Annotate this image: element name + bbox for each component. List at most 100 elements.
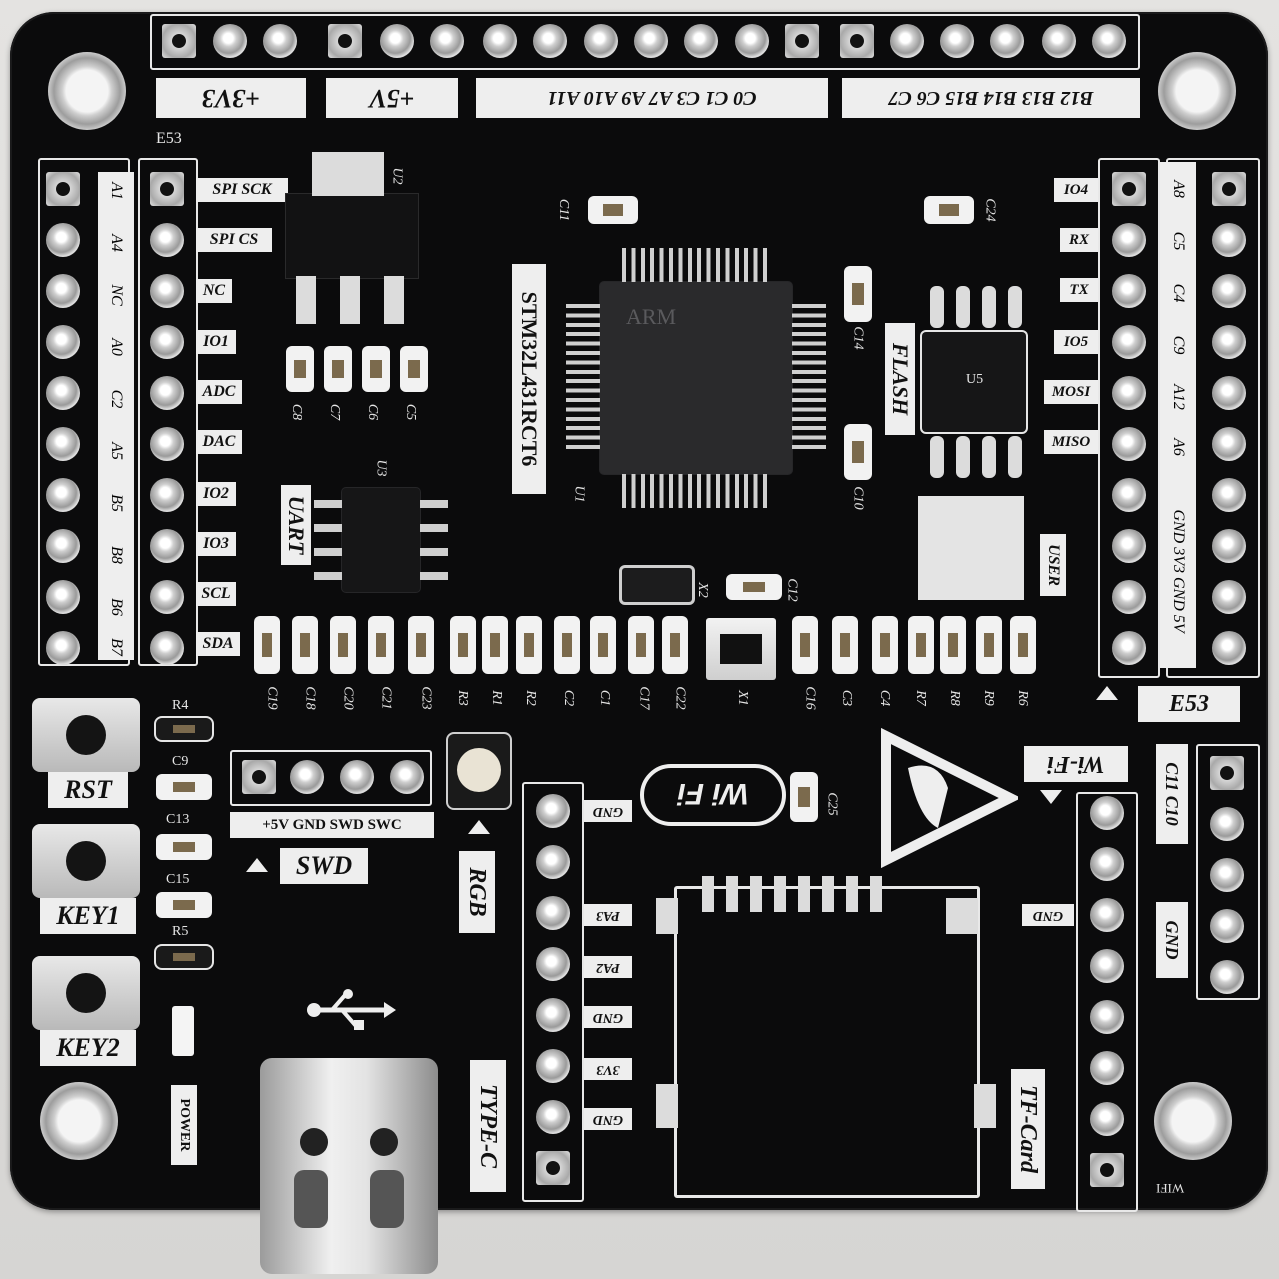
header-pin (1210, 960, 1244, 994)
swd-pin (290, 760, 324, 794)
header-pin (430, 24, 464, 58)
key1-button[interactable] (32, 824, 140, 898)
capacitor-c14 (844, 266, 872, 322)
e53-marker-left: E53 (156, 130, 182, 147)
wifi-pin-label: GND (584, 800, 632, 822)
flash-pad (982, 436, 996, 478)
tf-card-finger (846, 876, 858, 912)
capacitor-c5 (400, 346, 428, 392)
resistor-r5 (156, 946, 212, 968)
tf-card-finger (726, 876, 738, 912)
mcu-pins-left (566, 304, 600, 454)
ref-u1: U1 (571, 485, 587, 503)
rgb-led-lens (457, 748, 501, 792)
header-pin (584, 24, 618, 58)
header-pin (536, 1100, 570, 1134)
e53-arrow-icon (1096, 686, 1118, 700)
chip-leg (420, 524, 448, 532)
capacitor-c6 (362, 346, 390, 392)
chip-leg (314, 548, 342, 556)
header-pin (1112, 580, 1146, 614)
ref-c12: C12 (784, 578, 800, 602)
tf-card-finger (702, 876, 714, 912)
passive-component (292, 616, 318, 674)
header-pin (536, 794, 570, 828)
wifi-left-header-outline (522, 782, 584, 1202)
ref-c10: C10 (850, 486, 866, 510)
header-pin (1090, 1051, 1124, 1085)
flash-pad (930, 286, 944, 328)
header-pin (533, 24, 567, 58)
header-pin (990, 24, 1024, 58)
header-pin (1090, 1153, 1124, 1187)
passive-ref-label: R6 (1014, 690, 1030, 706)
flash-pad (1008, 436, 1022, 478)
mcu-pins-bottom (622, 474, 772, 508)
passive-component (908, 616, 934, 674)
ref-c24: C24 (982, 198, 998, 222)
flash-u5 (922, 332, 1026, 432)
label-wifi-small: WIFI (1156, 1181, 1185, 1196)
header-pin (1112, 376, 1146, 410)
swd-pin (242, 760, 276, 794)
passive-ref-label: R3 (454, 690, 470, 706)
gnd-header-outline (1196, 744, 1260, 1000)
header-pin (150, 376, 184, 410)
left-pin-label: B7 (108, 638, 125, 656)
header-pin (1112, 427, 1146, 461)
passive-component (554, 616, 580, 674)
header-pin (1210, 909, 1244, 943)
header-pin (46, 478, 80, 512)
tf-card-pad (946, 898, 978, 934)
header-pin (536, 947, 570, 981)
header-pin (46, 427, 80, 461)
capacitor-c8 (286, 346, 314, 392)
header-pin (46, 580, 80, 614)
passive-component (832, 616, 858, 674)
header-pin (1212, 274, 1246, 308)
signal-label: IO5 (1054, 330, 1098, 354)
ref-c5: C5 (403, 403, 419, 421)
passive-component (516, 616, 542, 674)
swd-pin (390, 760, 424, 794)
usb-port-hole (370, 1128, 398, 1156)
label-gnd-right: GND (1156, 902, 1188, 978)
label-3v3: +3V3 (156, 78, 306, 118)
capacitor-c15 (156, 892, 212, 918)
swd-arrow-icon (246, 858, 268, 872)
header-pin (1212, 325, 1246, 359)
usb-icon (307, 989, 396, 1030)
capacitor-c7 (324, 346, 352, 392)
label-uart: UART (281, 485, 311, 565)
regulator-leg (384, 276, 404, 324)
passive-ref-label: C16 (802, 686, 818, 710)
wifi-arrow-icon (1040, 790, 1062, 804)
left-pin-label: A5 (108, 442, 125, 460)
pcb-board: +3V3 +5V C0 C1 C3 A7 A9 A10 A11 B12 B13 … (10, 12, 1268, 1274)
chip-leg (420, 548, 448, 556)
header-pin (1090, 847, 1124, 881)
regulator-leg (340, 276, 360, 324)
passive-ref-label: C20 (340, 686, 356, 710)
wifi-logo-text: Wi Fi (677, 777, 749, 810)
key2-button[interactable] (32, 956, 140, 1030)
header-pin (46, 274, 80, 308)
label-user: USER (1040, 534, 1066, 596)
ref-r5: R5 (172, 924, 189, 939)
tf-card-outline (674, 886, 980, 1198)
header-pin (536, 998, 570, 1032)
tf-card-pad (974, 1084, 996, 1128)
signal-label: SDA (196, 632, 240, 656)
capacitor-c24 (924, 196, 974, 224)
rst-button[interactable] (32, 698, 140, 772)
passive-ref-label: C18 (302, 686, 318, 710)
passive-ref-label: R9 (980, 690, 996, 706)
signal-label: RX (1060, 228, 1098, 252)
ref-c6: C6 (365, 403, 381, 421)
wifi-pin-label: PA3 (584, 904, 632, 926)
top-header-outline (150, 14, 1140, 70)
label-c11-c10: C11 C10 (1156, 744, 1188, 844)
passive-component (368, 616, 394, 674)
header-pin (785, 24, 819, 58)
header-pin (1112, 325, 1146, 359)
